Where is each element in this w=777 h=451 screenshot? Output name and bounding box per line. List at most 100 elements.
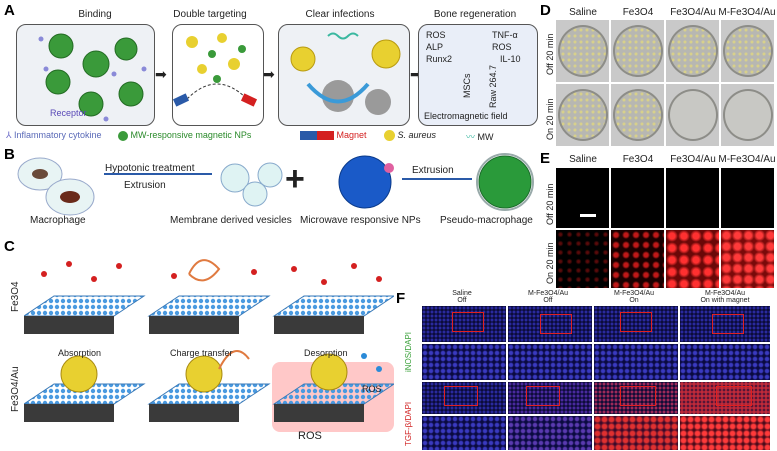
e-cell	[556, 168, 609, 228]
e-cell	[556, 230, 609, 288]
roi-box	[540, 314, 572, 334]
legend-nps: MW-responsive magnetic NPs	[118, 130, 251, 141]
f-col-3: M-Fe3O4/Au On	[613, 290, 655, 304]
bone-alp: ALP	[426, 42, 444, 52]
extrusion-label-1: Extrusion	[124, 180, 166, 191]
e-cell	[666, 230, 719, 288]
panel-label-f: F	[396, 290, 406, 307]
panel-label-c: C	[4, 238, 15, 255]
fe3o4-slabs	[24, 259, 394, 432]
e-col-mfe3o4au: M-Fe3O4/Au	[718, 154, 776, 165]
mw-wave-icon: 〰	[466, 132, 476, 142]
e-cell	[666, 168, 719, 228]
d-col-fe3o4au: Fe3O4/Au	[670, 7, 716, 18]
bone-regeneration-box	[418, 24, 538, 126]
f-col-2: M-Fe3O4/Au Off	[527, 290, 569, 304]
double-targeting-illustration	[172, 33, 258, 107]
panel-label-d: D	[540, 2, 551, 19]
f-cell	[422, 416, 506, 450]
bone-ros-1: ROS	[426, 30, 446, 40]
agar-dish	[723, 25, 773, 77]
step-title-clear-infections: Clear infections	[305, 9, 375, 20]
arrow-b2	[402, 178, 472, 180]
panel-label-a: A	[4, 2, 15, 19]
bacteria-icon	[384, 130, 395, 142]
f-cell	[508, 416, 592, 450]
pseudo-macrophage-illustration	[476, 153, 534, 211]
f-cell	[508, 306, 592, 342]
d-cell	[666, 84, 719, 146]
f-cell	[680, 344, 770, 380]
legend-aureus: S. aureus	[384, 130, 436, 142]
f-cell	[594, 382, 678, 414]
bone-il10: IL-10	[500, 54, 521, 64]
plus-sign: +	[285, 160, 305, 198]
field-label: Electromagnetic field	[424, 111, 508, 121]
f-cell	[422, 344, 506, 380]
d-row-off: Off 20 min	[545, 33, 555, 75]
f-cell	[594, 416, 678, 450]
e-col-fe3o4au: Fe3O4/Au	[670, 154, 716, 165]
roi-box	[620, 386, 656, 406]
arrow-a1: ➡	[155, 66, 167, 82]
e-cell	[721, 230, 774, 288]
legend-magnet: Magnet	[300, 130, 367, 141]
e-cell	[721, 168, 774, 228]
panel-label-b: B	[4, 146, 15, 163]
d-cell	[611, 84, 664, 146]
scale-bar	[580, 214, 596, 217]
ros-label-big: ROS	[298, 430, 322, 442]
d-cell	[721, 84, 774, 146]
roi-box	[452, 312, 484, 332]
d-cell	[611, 20, 664, 82]
np-icon	[118, 130, 128, 141]
macrophage-illustration	[17, 157, 95, 216]
f-cell	[680, 306, 770, 342]
bone-ros-2: ROS	[492, 42, 512, 52]
e-row-on: On 20 min	[545, 242, 555, 284]
extrusion-label-2: Extrusion	[412, 165, 454, 176]
clear-infections-illustration	[290, 32, 401, 115]
d-col-saline: Saline	[569, 7, 597, 18]
f-cell	[422, 382, 506, 414]
caption-vesicles: Membrane derived vesicles	[170, 215, 292, 226]
caption-mw-nps: Microwave responsive NPs	[300, 215, 421, 226]
panel-label-e: E	[540, 150, 551, 167]
stage-desorption: Desorption	[304, 348, 348, 358]
d-cell	[666, 20, 719, 82]
f-cell	[508, 382, 592, 414]
roi-box	[716, 386, 752, 406]
f-col-1: Saline Off	[452, 290, 472, 304]
bone-tnf: TNF-α	[492, 30, 518, 40]
step-title-double-targeting: Double targeting	[173, 9, 247, 20]
f-cell	[594, 344, 678, 380]
agar-dish	[613, 89, 663, 141]
mw-nps-illustration	[338, 155, 394, 209]
e-cell	[611, 230, 664, 288]
roi-box	[620, 312, 652, 332]
d-col-mfe3o4au: M-Fe3O4/Au	[718, 7, 776, 18]
roi-box	[444, 386, 478, 406]
binding-illustration	[38, 33, 147, 122]
legend-cytokine: ⅄ Inflammatory cytokine	[6, 130, 102, 140]
arrow-b1	[104, 173, 212, 175]
agar-dish	[558, 25, 608, 77]
ros-label-small: ROS	[362, 384, 382, 394]
caption-macrophage: Macrophage	[30, 215, 86, 226]
f-cell	[508, 344, 592, 380]
roi-box	[526, 386, 560, 406]
d-cell	[556, 84, 609, 146]
f-cell	[680, 416, 770, 450]
legend-mw: 〰 MW	[466, 132, 494, 142]
bone-runx2: Runx2	[426, 54, 453, 64]
d-cell	[721, 20, 774, 82]
f-col-4: M-Fe3O4/Au On with magnet	[700, 290, 750, 304]
stage-charge-transfer: Charge transfer	[170, 348, 233, 358]
f-cell	[680, 382, 770, 414]
stage-absorption: Absorption	[58, 348, 102, 358]
d-row-on: On 20 min	[545, 98, 555, 140]
hypotonic-label: Hypotonic treatment	[105, 163, 195, 174]
vesicles-illustration	[220, 162, 283, 207]
receptor-label: Receptor	[50, 108, 87, 118]
caption-pseudo: Pseudo-macrophage	[440, 215, 533, 226]
